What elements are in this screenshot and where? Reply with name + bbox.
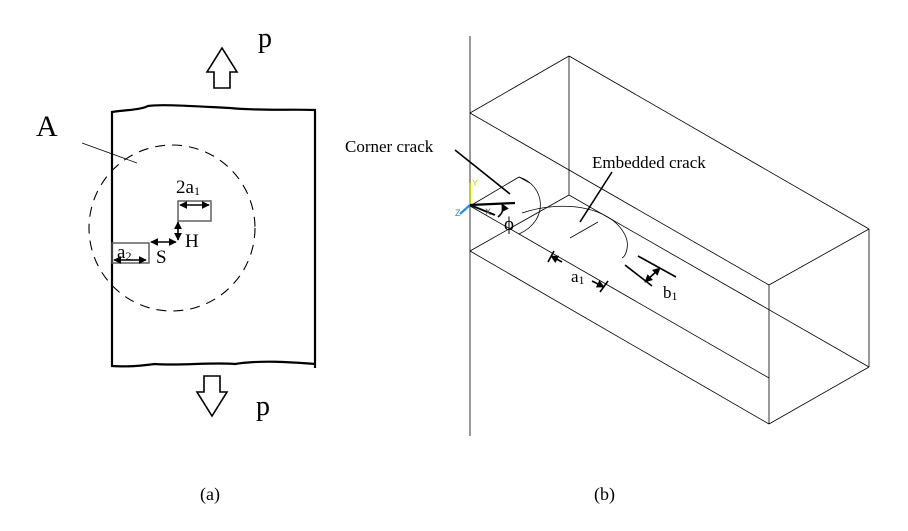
dim-s-label: S — [156, 247, 167, 268]
corner-crack-label: Corner crack — [345, 137, 434, 156]
crack-plane-edge — [518, 233, 770, 379]
plate-outline — [110, 104, 317, 368]
embedded-crack-rect — [177, 200, 212, 222]
dim-b1-arrow — [644, 267, 661, 283]
axis-x-label: X — [485, 207, 491, 217]
embedded-crack-midline — [569, 221, 599, 239]
dim-b1-tick-top — [637, 255, 677, 278]
caption-a: (a) — [200, 484, 220, 505]
dim-b1-tick-bottom — [624, 264, 653, 287]
corner-crack-leader — [454, 149, 511, 195]
crack-plane-edge — [469, 205, 520, 235]
dim-2a1-label: 2a1 — [176, 177, 200, 198]
embedded-crack-label: Embedded crack — [592, 153, 706, 172]
dim-a2-label: a2 — [117, 242, 131, 263]
load-label-bottom: p — [256, 391, 270, 422]
axis-x-icon — [469, 204, 496, 216]
load-arrow-up-icon — [205, 46, 239, 89]
region-leader-line — [81, 142, 138, 164]
embedded-crack-arc — [521, 205, 628, 259]
specimen-box-wireframe — [469, 55, 870, 425]
dim-a1-arrow-start — [550, 255, 563, 263]
axis-z-icon — [459, 204, 471, 215]
dim-b1-label: b1 — [663, 283, 678, 303]
phi-label: ϕ — [504, 214, 514, 235]
dim-a1-label: a1 — [571, 267, 585, 287]
corner-crack-arc — [518, 176, 541, 235]
load-label-top: p — [258, 23, 272, 54]
dim-h-label: H — [185, 231, 199, 252]
phi-angle-arc — [497, 203, 509, 218]
dim-a1-arrow-end — [591, 280, 605, 288]
axis-y-label: Y — [472, 178, 478, 188]
phi-reference-line — [469, 201, 516, 207]
region-label-a: A — [36, 110, 58, 143]
axis-z-label: Z — [455, 208, 461, 218]
load-arrow-down-icon — [195, 375, 229, 418]
panel-a: p A 2a1 H a2 S p (a) — [36, 23, 317, 505]
embedded-crack-leader — [579, 171, 613, 223]
region-dashed-circle — [88, 144, 256, 312]
panel-b: Y Z X ϕ Corner crack Embedded crack a1 b… — [345, 36, 870, 505]
crack-plane-edge — [469, 176, 520, 207]
caption-b: (b) — [594, 484, 615, 505]
